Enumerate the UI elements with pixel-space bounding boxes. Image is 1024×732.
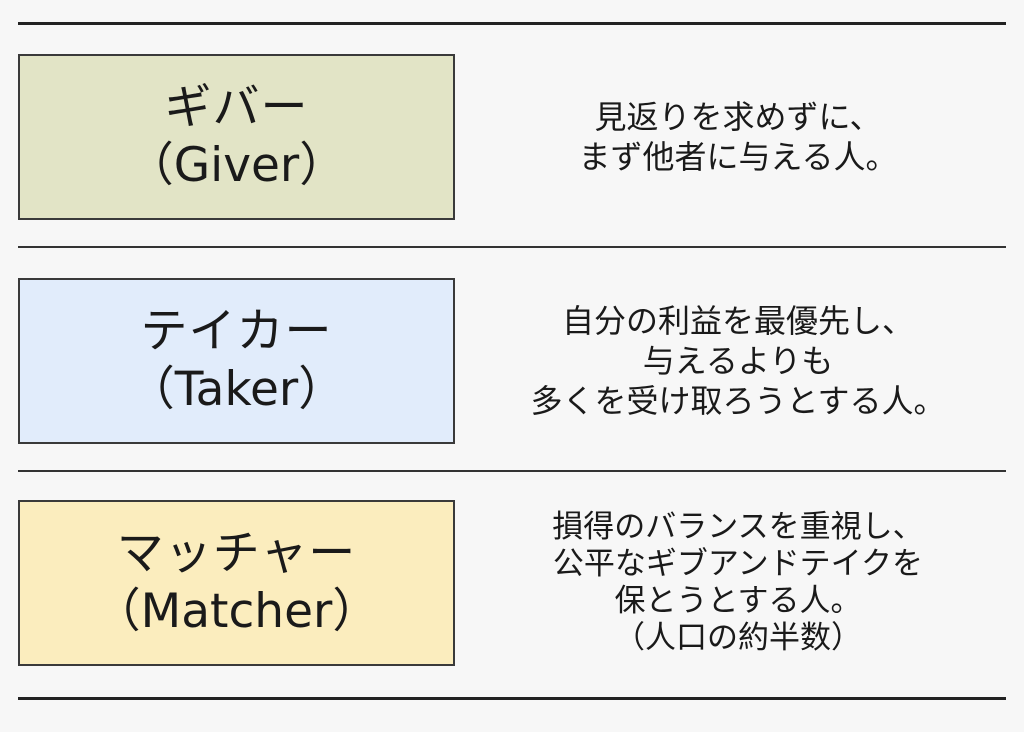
matcher-description: 損得のバランスを重視し、 公平なギブアンドテイクを 保とうとする人。 （人口の約… xyxy=(488,500,988,666)
matcher-desc-line-4: （人口の約半数） xyxy=(614,620,862,656)
matcher-label-en: （Matcher） xyxy=(93,584,380,639)
taker-label-en: （Taker） xyxy=(127,362,346,417)
taker-description: 自分の利益を最優先し、 与えるよりも 多くを受け取ろうとする人。 xyxy=(488,278,988,444)
taker-desc-line-1: 自分の利益を最優先し、 xyxy=(561,302,914,340)
giver-row: ギバー （Giver） 見返りを求めずに、 まず他者に与える人。 xyxy=(18,54,1006,220)
giver-desc-line-2: まず他者に与える人。 xyxy=(578,138,898,176)
taker-label-jp: テイカー xyxy=(140,304,333,359)
matcher-label-jp: マッチャー xyxy=(116,526,357,581)
giver-description: 見返りを求めずに、 まず他者に与える人。 xyxy=(488,54,988,220)
giver-label-en: （Giver） xyxy=(126,138,347,193)
top-rule xyxy=(18,22,1006,25)
giver-desc-line-1: 見返りを求めずに、 xyxy=(594,98,882,136)
divider-rule-2 xyxy=(18,470,1006,472)
matcher-desc-line-3: 保とうとする人。 xyxy=(614,583,862,619)
matcher-desc-line-2: 公平なギブアンドテイクを xyxy=(552,546,924,582)
giver-label-jp: ギバー xyxy=(164,80,309,135)
bottom-rule xyxy=(18,697,1006,700)
matcher-row: マッチャー （Matcher） 損得のバランスを重視し、 公平なギブアンドテイク… xyxy=(18,500,1006,666)
taker-row: テイカー （Taker） 自分の利益を最優先し、 与えるよりも 多くを受け取ろう… xyxy=(18,278,1006,444)
matcher-desc-line-1: 損得のバランスを重視し、 xyxy=(552,509,924,545)
matcher-label-box: マッチャー （Matcher） xyxy=(18,500,455,666)
taker-desc-line-2: 与えるよりも xyxy=(642,342,834,380)
taker-label-box: テイカー （Taker） xyxy=(18,278,455,444)
giver-label-box: ギバー （Giver） xyxy=(18,54,455,220)
divider-rule-1 xyxy=(18,246,1006,248)
taker-desc-line-3: 多くを受け取ろうとする人。 xyxy=(530,382,946,420)
